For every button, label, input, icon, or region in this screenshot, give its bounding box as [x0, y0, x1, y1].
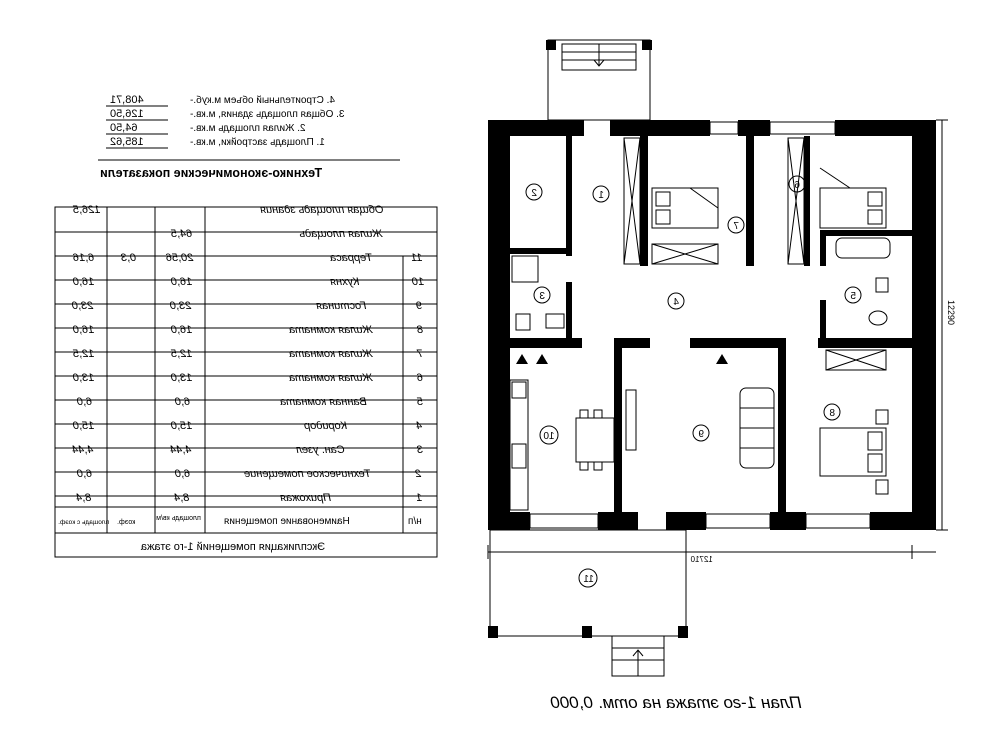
room-marker-7: 7 [733, 221, 739, 232]
row-3-area-coef: 4,44 [72, 444, 93, 456]
row-7-name: Жилая комната [289, 348, 374, 360]
row-9-area: 23,0 [169, 300, 192, 312]
row-7-n: 7 [416, 348, 423, 360]
row-1-name: Прихожая [280, 492, 331, 504]
row-2-area: 6,0 [174, 468, 190, 480]
row-5-area-coef: 6,0 [76, 396, 92, 408]
indicator-row-1: 185,62 [110, 136, 144, 148]
total-area-label: Общая площадь здания [260, 204, 384, 216]
indicators-title: Технико-экономические показатели [100, 166, 322, 180]
row-2-name: Техническое помещение [244, 468, 371, 480]
row-3-area: 4,44 [170, 444, 191, 456]
row-5-area: 6,0 [174, 396, 190, 408]
row-3-n: 3 [416, 444, 423, 456]
header-n: н/п [408, 516, 422, 527]
row-1-n: 1 [416, 492, 422, 504]
row-8-area: 16,0 [170, 324, 192, 336]
row-11-name: Терраса [330, 252, 372, 264]
row-4-name: Коридор [304, 420, 347, 432]
explication-table: Экспликация помещений 1-го этажа н/п Наи… [54, 204, 438, 558]
row-2-area-coef: 6,0 [76, 468, 92, 480]
room-marker-8: 8 [829, 408, 835, 419]
row-5-n: 5 [416, 396, 423, 408]
row-11-n: 11 [411, 252, 422, 264]
indicator-row-2: 64,50 [110, 122, 138, 134]
header-area-coef: площадь с коэф. [58, 519, 109, 526]
room-marker-9: 9 [698, 429, 704, 440]
room-marker-1: 1 [598, 190, 604, 201]
row-8-area-coef: 16,0 [72, 324, 94, 336]
terrace [488, 529, 688, 677]
row-9-name: Гостиная [316, 300, 366, 312]
room-marker-6: 6 [794, 180, 800, 191]
room-marker-5: 5 [850, 291, 856, 302]
indicator-label-4: 4. Строительный объем м.куб.- [190, 94, 335, 106]
plan-title: План 1-го этажа на отм. 0,000 [550, 693, 802, 712]
header-area: площадь кв/м [156, 515, 201, 522]
bed-room-8 [819, 409, 889, 495]
dimension-depth: 12290 [946, 300, 956, 325]
room-markers: 1 2 3 4 5 6 7 8 9 10 11 [525, 175, 862, 588]
row-1-area: 8,4 [174, 492, 189, 504]
row-1-area-coef: 8,4 [76, 492, 91, 504]
row-9-area-coef: 23,0 [71, 300, 94, 312]
row-6-name: Жилая комната [289, 372, 374, 384]
bed-room-6 [819, 167, 887, 229]
row-7-area-coef: 12,5 [72, 348, 94, 360]
row-10-area: 16,0 [170, 276, 192, 288]
floor-plan: 12710 12290 1 2 3 4 5 6 7 8 9 [487, 39, 956, 677]
row-10-name: Кухня [330, 276, 359, 288]
row-4-n: 4 [416, 420, 422, 432]
indicator-row-4: 408,71 [110, 94, 144, 106]
row-10-n: 10 [411, 276, 424, 288]
row-5-name: Ванная комната [280, 396, 367, 408]
room-marker-11: 11 [583, 574, 594, 585]
windows [489, 121, 871, 529]
row-11-area-coef: 6,16 [72, 252, 94, 264]
indicator-label-1: 1. Площадь застройки, м.кв.- [190, 137, 325, 148]
top-porch [546, 39, 652, 121]
indicators-block: 408,71 126,50 64,50 185,62 4. Строительн… [98, 94, 400, 180]
living-area-label: Жилая площадь [299, 228, 384, 240]
indicator-row-3: 126,50 [110, 108, 144, 120]
row-4-area-coef: 15,0 [72, 420, 94, 432]
header-coef: коэф. [117, 519, 135, 526]
row-10-area-coef: 16,0 [72, 276, 94, 288]
row-4-area: 15,0 [170, 420, 192, 432]
living-area-value: 64,5 [170, 228, 192, 240]
bed-room-7 [651, 187, 719, 229]
room-marker-4: 4 [673, 297, 679, 308]
row-7-area: 12,5 [170, 348, 192, 360]
indicator-label-2: 2. Жилая площадь м.кв.- [190, 123, 306, 134]
row-11-area: 20,56 [165, 252, 194, 264]
row-8-name: Жилая комната [289, 324, 374, 336]
dimension-lines: 12710 12290 [487, 119, 956, 564]
row-11-coef: 0,3 [120, 252, 136, 264]
total-area-value: 126,5 [72, 204, 100, 216]
room-marker-3: 3 [539, 291, 545, 302]
explication-title: Экспликация помещений 1-го этажа [140, 541, 325, 553]
row-3-name: Сан. узел [296, 444, 345, 456]
row-2-n: 2 [415, 468, 422, 480]
row-8-n: 8 [416, 324, 423, 336]
row-6-area-coef: 13,0 [72, 372, 94, 384]
room-marker-10: 10 [543, 431, 555, 442]
row-6-n: 6 [416, 372, 423, 384]
row-6-area: 13,0 [170, 372, 192, 384]
header-name: Наименование помещения [224, 516, 350, 527]
indicator-label-3: 3. Общая площадь здания, м.кв.- [190, 108, 344, 120]
dimension-width: 12710 [690, 555, 713, 564]
row-9-n: 9 [416, 300, 422, 312]
room-marker-2: 2 [531, 188, 537, 199]
